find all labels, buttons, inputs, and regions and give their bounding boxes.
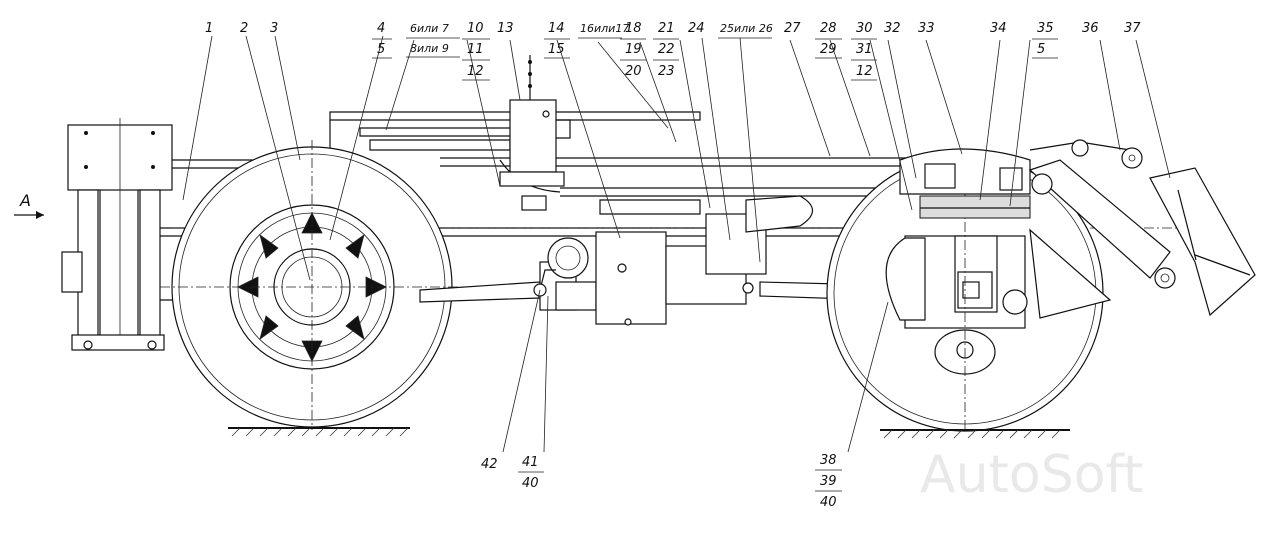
callout-23: 23 xyxy=(658,64,675,79)
callout-31: 31 xyxy=(856,42,873,57)
callout-32: 32 xyxy=(884,21,901,36)
callout-2: 2 xyxy=(240,21,248,36)
callout-22: 22 xyxy=(658,42,675,57)
callout-18: 18 xyxy=(625,21,642,36)
callout-15: 15 xyxy=(548,42,565,57)
callout-12: 12 xyxy=(467,64,484,79)
callout-4: 4 xyxy=(377,21,385,36)
view-arrow-a: A xyxy=(14,191,44,219)
driveshaft xyxy=(419,195,889,326)
leader-lines xyxy=(182,35,1171,453)
watermark: AutoSoft xyxy=(920,445,1143,505)
rear-wheel xyxy=(826,148,1104,439)
callout-5b: 5 xyxy=(1037,42,1045,57)
rear-linkage xyxy=(1028,139,1256,319)
callout-20: 20 xyxy=(625,64,642,79)
svg-text:A: A xyxy=(19,191,31,210)
callout-34: 34 xyxy=(990,21,1007,36)
control-unit xyxy=(499,55,571,211)
callout-labels: 1 2 3 4 5 6или 7 8или 9 10 11 12 13 14 1… xyxy=(205,21,1141,510)
callout-5: 5 xyxy=(377,42,385,57)
callout-3: 3 xyxy=(270,21,278,36)
callout-1: 1 xyxy=(205,21,213,36)
callout-40b: 40 xyxy=(820,495,837,510)
callout-14: 14 xyxy=(548,21,565,36)
callout-29: 29 xyxy=(820,42,837,57)
callout-10: 10 xyxy=(467,21,484,36)
callout-8: 8или 9 xyxy=(410,42,449,55)
callout-25: 25или 26 xyxy=(720,22,773,35)
callout-39: 39 xyxy=(820,474,837,489)
callout-36: 36 xyxy=(1082,21,1099,36)
callout-21: 21 xyxy=(658,21,675,36)
callout-41: 41 xyxy=(522,455,539,470)
callout-42: 42 xyxy=(481,457,498,472)
callout-11: 11 xyxy=(467,42,484,57)
callout-27: 27 xyxy=(784,21,801,36)
front-wheel xyxy=(160,140,470,437)
callout-30: 30 xyxy=(856,21,873,36)
callout-24: 24 xyxy=(688,21,705,36)
front-hitch xyxy=(61,118,180,351)
callout-19: 19 xyxy=(625,42,642,57)
callout-33: 33 xyxy=(918,21,935,36)
callout-40a: 40 xyxy=(522,476,539,491)
callout-28: 28 xyxy=(820,21,837,36)
callout-37: 37 xyxy=(1124,21,1141,36)
callout-16: 16или17 xyxy=(580,22,629,35)
callout-12b: 12 xyxy=(856,64,873,79)
callout-38: 38 xyxy=(820,453,837,468)
callout-13: 13 xyxy=(497,21,514,36)
callout-6: 6или 7 xyxy=(410,22,449,35)
callout-35: 35 xyxy=(1037,21,1054,36)
